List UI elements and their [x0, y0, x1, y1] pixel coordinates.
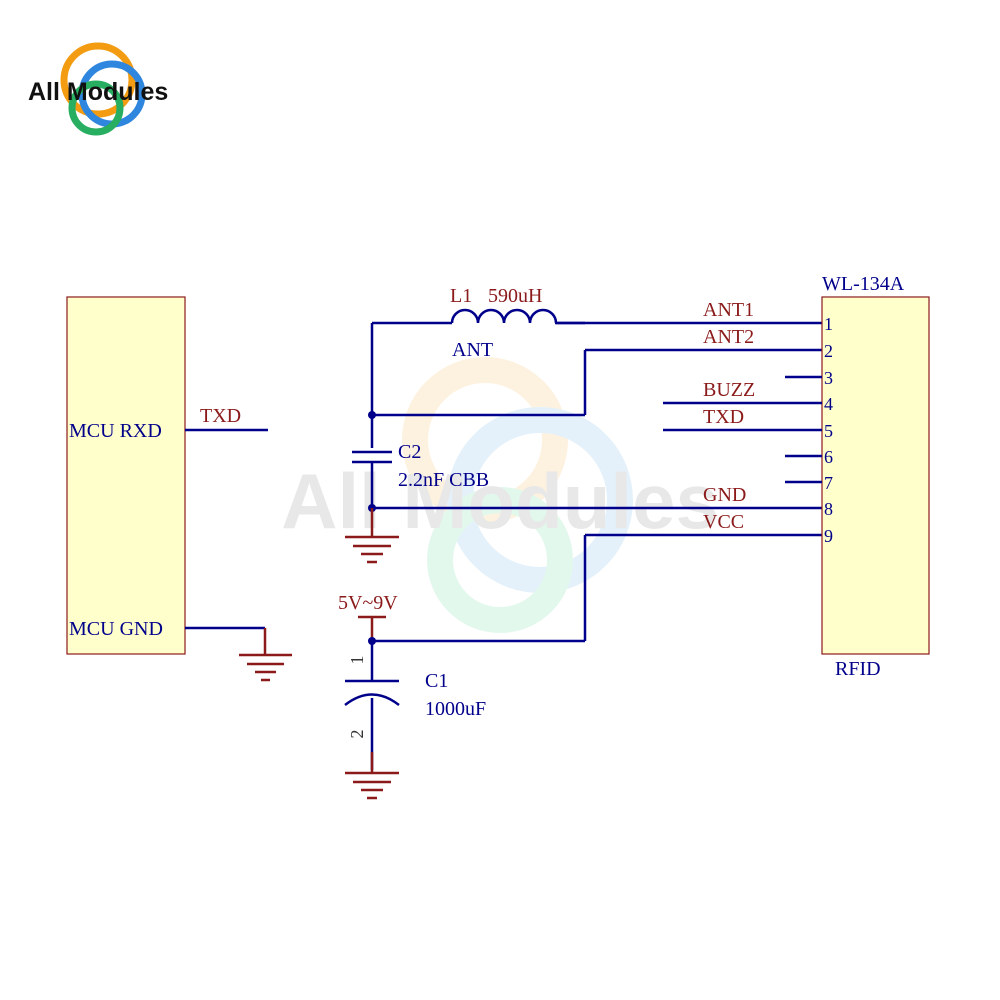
brand-logo: All Modules [28, 42, 168, 136]
pin-number: 8 [824, 499, 833, 519]
mcu-block [66, 296, 186, 655]
pin-net-label: TXD [703, 406, 744, 428]
c1-value: 1000uF [425, 698, 486, 720]
rfid-module-block [821, 296, 930, 655]
pin-net-label: ANT2 [703, 326, 754, 348]
l1-value: 590uH [488, 285, 542, 307]
pin-number: 6 [824, 447, 833, 467]
unused-pin-stubs [785, 375, 822, 484]
l1-ref: L1 [450, 285, 472, 307]
c1-ref: C1 [425, 670, 448, 692]
mcu-ground-symbol [239, 628, 292, 682]
pin-number: 9 [824, 526, 833, 546]
mcu-rxd-label: MCU RXD [69, 420, 162, 442]
pin-number: 5 [824, 421, 833, 441]
c2-ref: C2 [398, 441, 421, 463]
c1-pin2: 2 [347, 730, 367, 739]
mcu-txd-net-label: TXD [200, 405, 241, 427]
pin-net-label: ANT1 [703, 299, 754, 321]
pin-net-label: BUZZ [703, 379, 755, 401]
pin-number: 4 [824, 394, 833, 414]
module-signal-wires [663, 401, 822, 432]
pin-net-label: GND [703, 484, 746, 506]
watermark-text: All Modules [281, 457, 719, 545]
pin-number: 3 [824, 368, 833, 388]
inductor-l1 [428, 308, 585, 325]
pin-number: 2 [824, 341, 833, 361]
antenna-wires [370, 321, 822, 448]
pin-net-label: VCC [703, 511, 744, 533]
mcu-gnd-label: MCU GND [69, 618, 163, 640]
vcc-net-wire [372, 533, 822, 643]
c2-value: 2.2nF CBB [398, 469, 489, 491]
module-type: RFID [835, 658, 881, 680]
junction-dot [368, 411, 376, 419]
watermark: All Modules [281, 357, 719, 633]
logo-text: All Modules [28, 78, 168, 106]
capacitor-c2 [352, 450, 392, 508]
capacitor-c1 [344, 641, 400, 770]
l1-net-label: ANT [452, 339, 493, 361]
c1-ground-symbol [345, 752, 399, 800]
pin-number: 7 [824, 473, 833, 493]
pin-number: 1 [824, 314, 833, 334]
module-name: WL-134A [822, 273, 905, 295]
c2-ground-symbol [345, 508, 399, 564]
supply-label: 5V~9V [338, 592, 398, 614]
c1-pin1: 1 [347, 656, 367, 665]
